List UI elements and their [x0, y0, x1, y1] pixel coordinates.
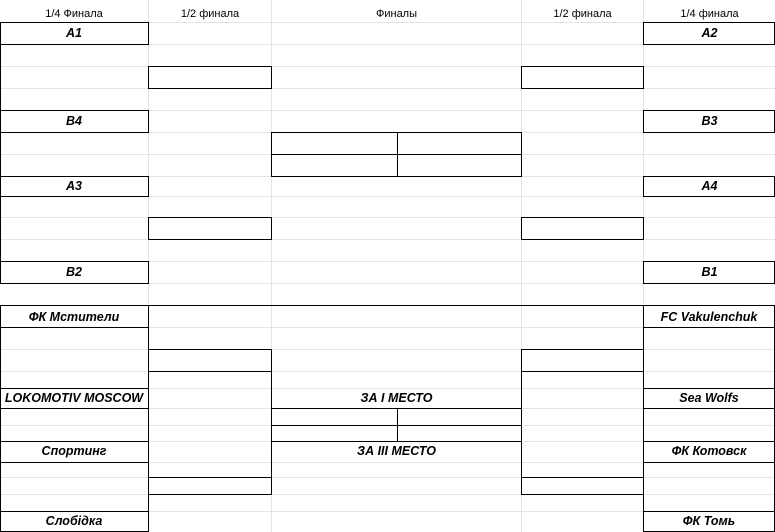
team-name-right-2: Sea Wolfs	[679, 391, 739, 405]
gridline	[0, 388, 775, 389]
gridline	[0, 217, 775, 218]
bracket-line	[0, 327, 149, 328]
gridline	[521, 0, 522, 532]
team-name-left-4: Слобідка	[45, 514, 103, 528]
gridline	[0, 22, 775, 23]
bracket-line	[643, 327, 775, 328]
bracket-line	[643, 462, 775, 463]
bracket-line	[148, 477, 272, 478]
semifinal-slot-left-1[interactable]	[148, 66, 272, 89]
slot-label: A1	[66, 26, 82, 40]
header-semifinal-left: 1/2 финала	[180, 8, 240, 20]
header-final: Финалы	[375, 8, 418, 20]
slot-label: B1	[701, 265, 718, 279]
bracket-line	[271, 154, 522, 155]
gridline	[0, 239, 775, 240]
gridline	[0, 477, 775, 478]
third-place-label: ЗА III МЕСТО	[357, 444, 436, 458]
bracket-line	[0, 305, 1, 531]
bracket-line	[521, 494, 643, 495]
team-name-left-1: ФК Мстители	[28, 310, 120, 324]
bracket-line	[0, 388, 149, 389]
bracket-line	[148, 494, 272, 495]
bracket-line	[271, 425, 522, 426]
bracket-line	[271, 349, 272, 371]
slot-label: B2	[66, 265, 82, 279]
bracket-line	[521, 349, 643, 350]
bracket-line	[643, 388, 775, 389]
slot-label: B3	[701, 114, 718, 128]
bracket-line	[0, 462, 149, 463]
gridline	[0, 88, 775, 89]
bracket-line	[0, 441, 149, 442]
semifinal-slot-left-2[interactable]	[148, 217, 272, 240]
bracket-line	[521, 371, 643, 372]
bracket-line	[643, 511, 775, 512]
gridline	[0, 110, 775, 111]
team-name-right-1: FC Vakulenchuk	[660, 310, 758, 324]
bracket-line	[397, 408, 398, 442]
slot-label: A3	[66, 179, 82, 193]
team-name-right-3: ФК Котовск	[671, 444, 747, 458]
bracket-line	[148, 305, 149, 531]
bracket-line	[0, 408, 149, 409]
bracket-line	[521, 477, 643, 478]
slot-label: A4	[701, 179, 718, 193]
gridline	[0, 371, 775, 372]
team-name-right-4: ФК Томь	[682, 514, 736, 528]
bracket-line	[0, 511, 149, 512]
gridline	[0, 349, 775, 350]
team-name-left-3: Спортинг	[41, 444, 107, 458]
gridline	[271, 0, 272, 532]
slot-label: B4	[66, 114, 82, 128]
team-name-left-2: LOKOMOTIV MOSCOW	[4, 391, 144, 405]
gridline	[0, 66, 775, 67]
final-label: ЗА I МЕСТО	[360, 391, 433, 405]
bracket-line	[521, 349, 522, 495]
gridline	[0, 494, 775, 495]
gridline	[0, 196, 775, 197]
section-divider	[0, 305, 775, 306]
bracket-line	[643, 441, 775, 442]
header-quarterfinal-left: 1/4 Финала	[45, 8, 103, 20]
bracket-line	[643, 408, 775, 409]
bracket-line	[397, 132, 398, 177]
bracket-line	[0, 22, 1, 284]
gridline	[0, 261, 775, 262]
bracket-line	[643, 305, 644, 531]
header-quarterfinal-right: 1/4 финала	[680, 8, 739, 20]
header-semifinal-right: 1/2 финала	[553, 8, 612, 20]
bracket-line	[148, 349, 271, 350]
gridline	[0, 511, 775, 512]
slot-label: A2	[701, 26, 718, 40]
gridline	[0, 462, 775, 463]
gridline	[0, 44, 775, 45]
semifinal-slot-right-2[interactable]	[521, 217, 644, 240]
gridline	[0, 327, 775, 328]
gridline	[0, 283, 775, 284]
semifinal-slot-right-1[interactable]	[521, 66, 644, 89]
bracket-line	[148, 371, 271, 372]
